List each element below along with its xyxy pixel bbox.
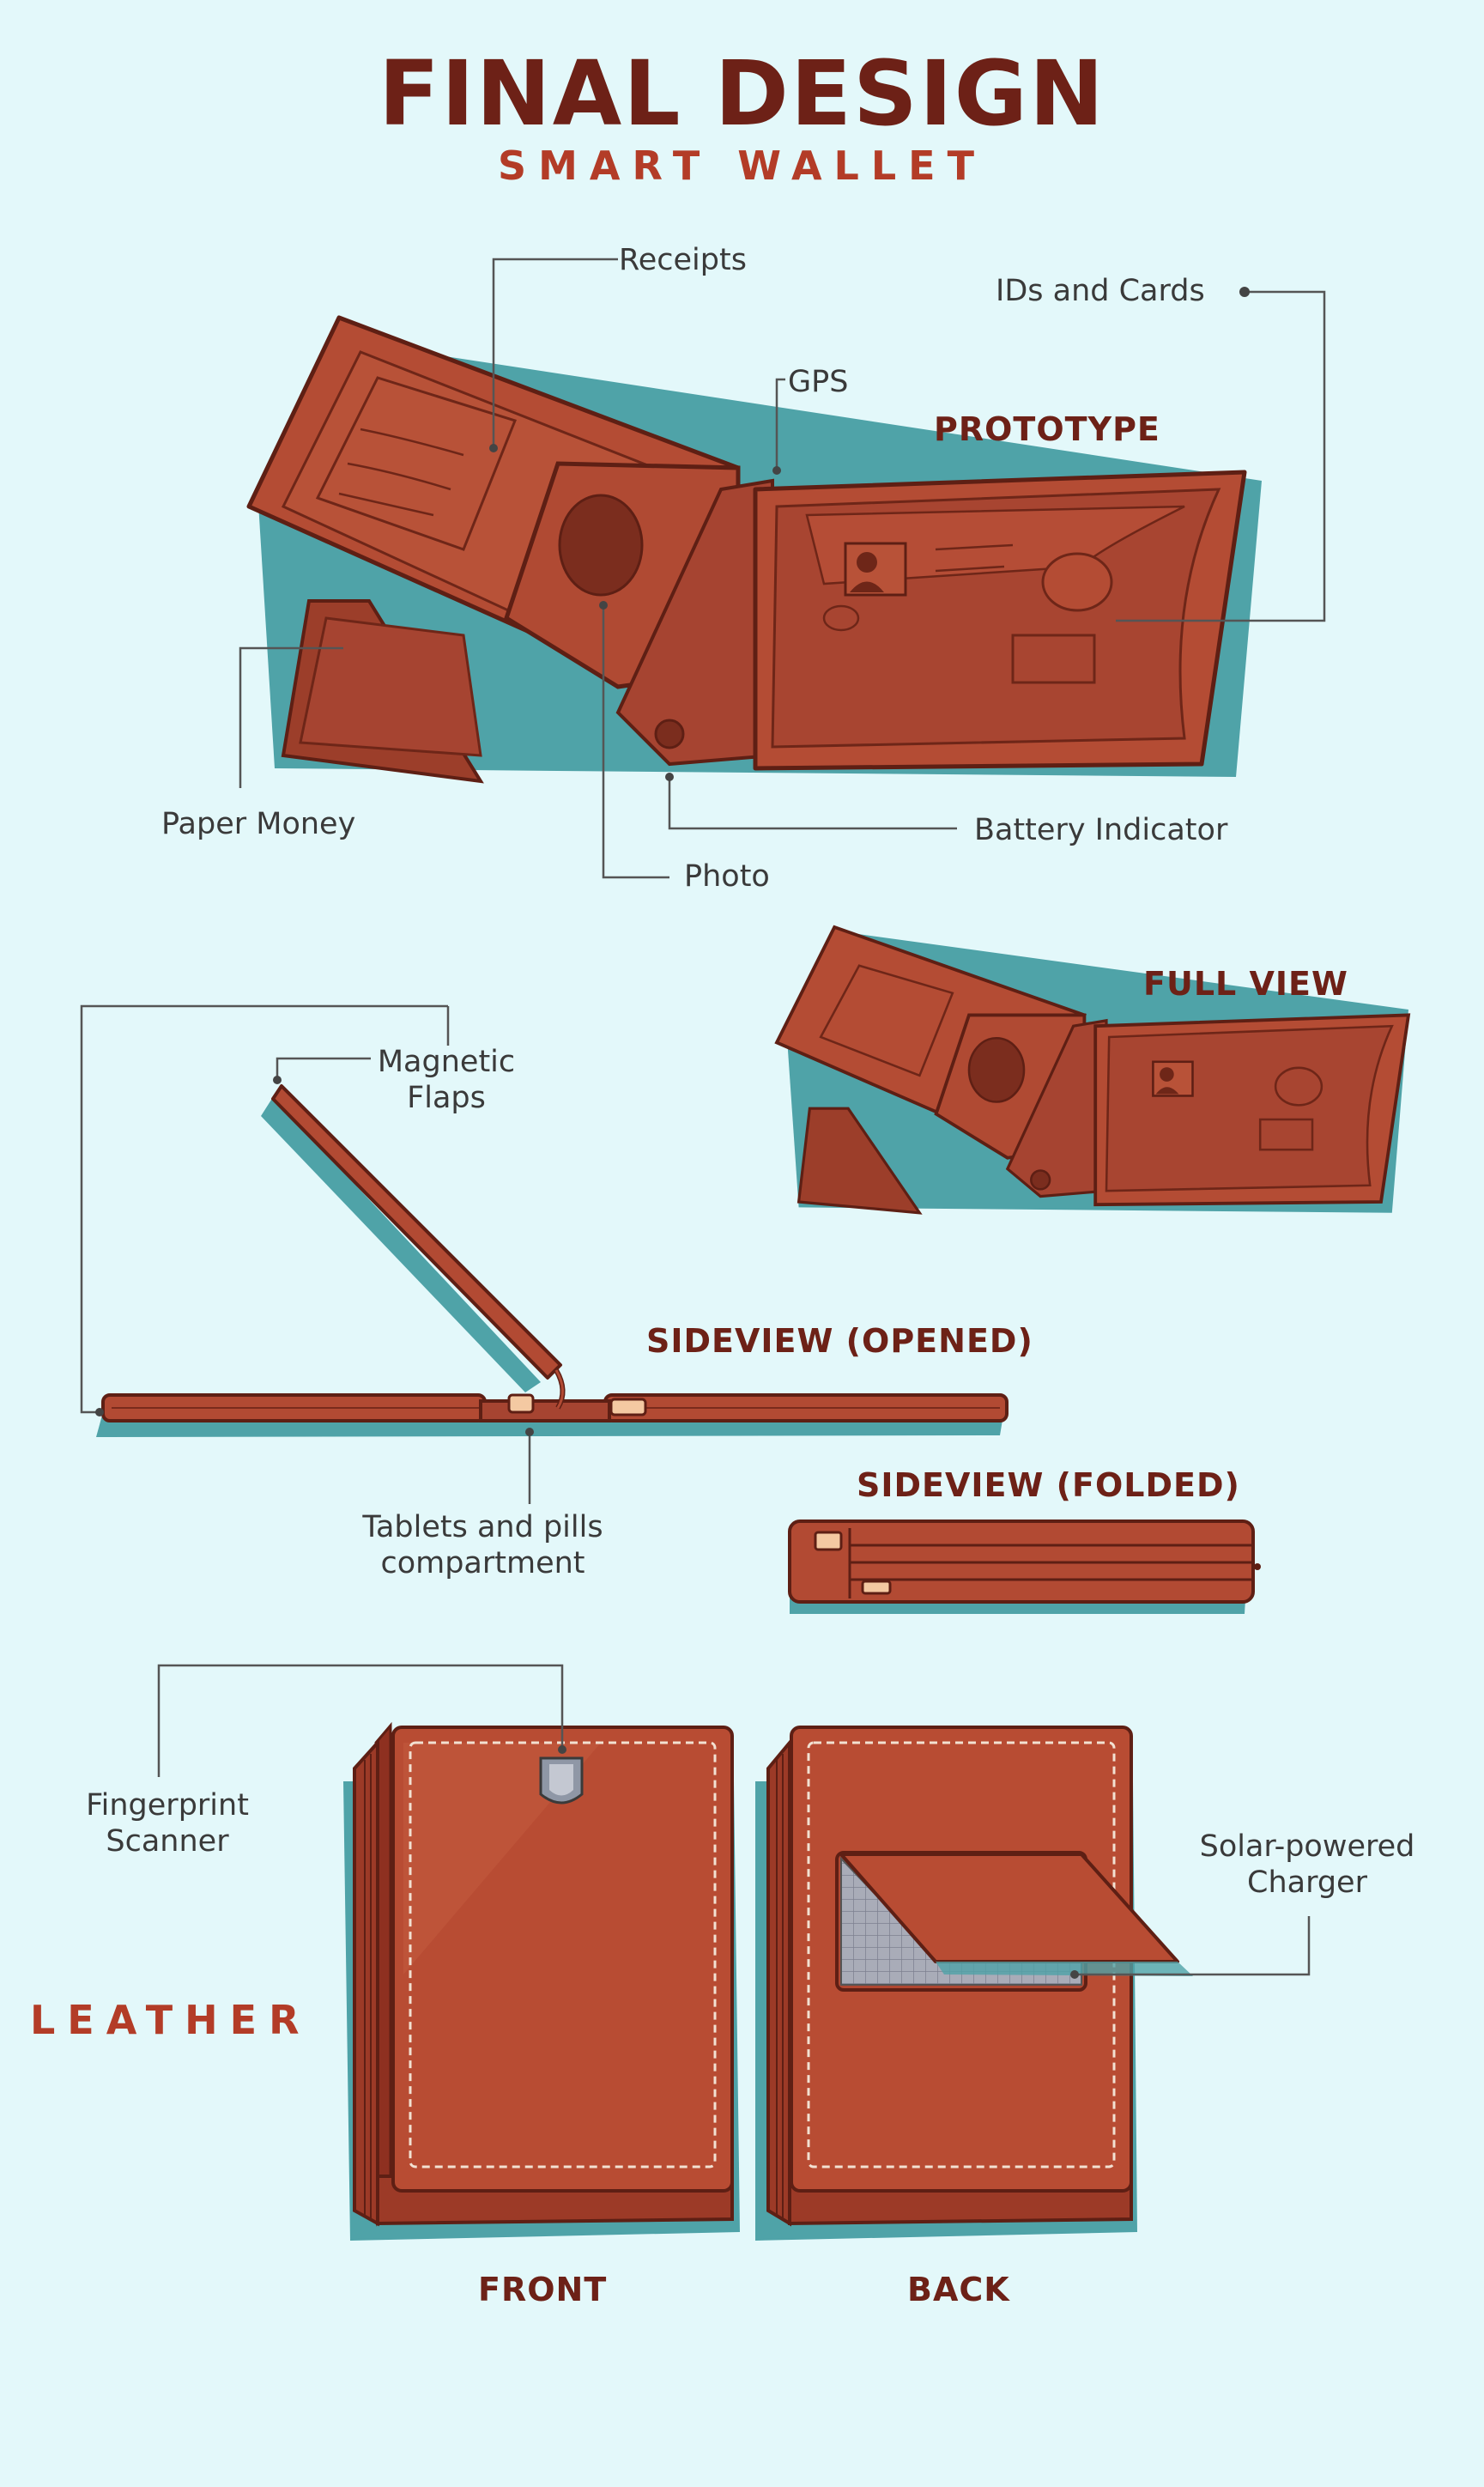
prototype-arrow-tips — [489, 287, 1250, 781]
leather-leaders — [157, 1664, 1311, 1976]
section-heading-sideview-folded: SIDEVIEW (FOLDED) — [857, 1466, 1240, 1504]
leather-front — [343, 1721, 740, 2241]
label-photo: Photo — [684, 859, 770, 894]
label-gps: GPS — [788, 365, 849, 399]
label-back: BACK — [907, 2271, 1010, 2308]
section-heading-full-view: FULL VIEW — [1143, 965, 1348, 1003]
sideview-folded — [788, 1519, 1261, 1614]
label-magnetic-flaps: Magnetic Flaps — [377, 1045, 516, 1115]
label-ids-and-cards: IDs and Cards — [996, 274, 1205, 308]
label-fingerprint-scanner: Fingerprint Scanner — [86, 1788, 249, 1859]
label-tablets-compartment: Tablets and pills compartment — [362, 1510, 603, 1580]
full-view-wallet — [774, 925, 1411, 1215]
leather-back — [755, 1726, 1193, 2241]
sideview-opened — [96, 1084, 1009, 1437]
section-heading-prototype: PROTOTYPE — [934, 410, 1160, 448]
sideview-leaders — [80, 1004, 531, 1504]
label-paper-money: Paper Money — [161, 807, 356, 841]
section-heading-leather: LEATHER — [30, 1997, 312, 2043]
prototype-leaders — [239, 258, 1326, 879]
label-battery-indicator: Battery Indicator — [974, 813, 1228, 847]
page-subtitle: SMART WALLET — [498, 143, 986, 189]
page-title: FINAL DESIGN — [378, 41, 1106, 146]
label-front: FRONT — [478, 2271, 608, 2308]
prototype-wallet — [246, 315, 1262, 784]
label-solar-charger: Solar-powered Charger — [1199, 1829, 1415, 1900]
section-heading-sideview-opened: SIDEVIEW (OPENED) — [646, 1322, 1033, 1360]
label-receipts: Receipts — [619, 243, 747, 277]
